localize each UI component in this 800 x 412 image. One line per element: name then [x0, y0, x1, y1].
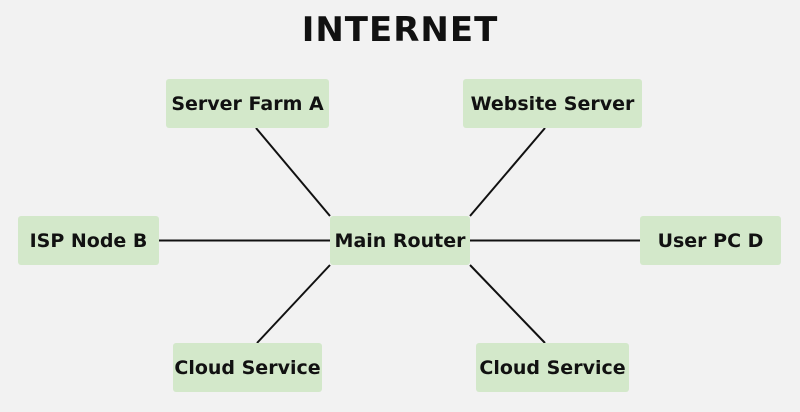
node-main-router[interactable]: Main Router: [330, 216, 470, 265]
node-label: User PC D: [657, 229, 764, 252]
node-cloud-service-left[interactable]: Cloud Service: [173, 343, 322, 392]
edge-router-website-server: [469, 127, 546, 217]
node-website-server[interactable]: Website Server: [463, 79, 642, 128]
node-label: Website Server: [470, 92, 635, 115]
edge-router-cloud-service-right: [469, 264, 546, 344]
node-label: Server Farm A: [171, 92, 324, 115]
diagram-title: INTERNET: [301, 10, 499, 50]
edge-router-server-farm-a: [255, 127, 331, 217]
node-label: Main Router: [334, 229, 466, 252]
node-label: Cloud Service: [479, 356, 626, 379]
node-isp-node-b[interactable]: ISP Node B: [18, 216, 159, 265]
node-cloud-service-right[interactable]: Cloud Service: [476, 343, 629, 392]
node-label: ISP Node B: [29, 229, 148, 252]
node-server-farm-a[interactable]: Server Farm A: [166, 79, 329, 128]
node-user-pc-d[interactable]: User PC D: [640, 216, 781, 265]
node-label: Cloud Service: [174, 356, 321, 379]
edge-router-cloud-service-left: [256, 264, 331, 344]
